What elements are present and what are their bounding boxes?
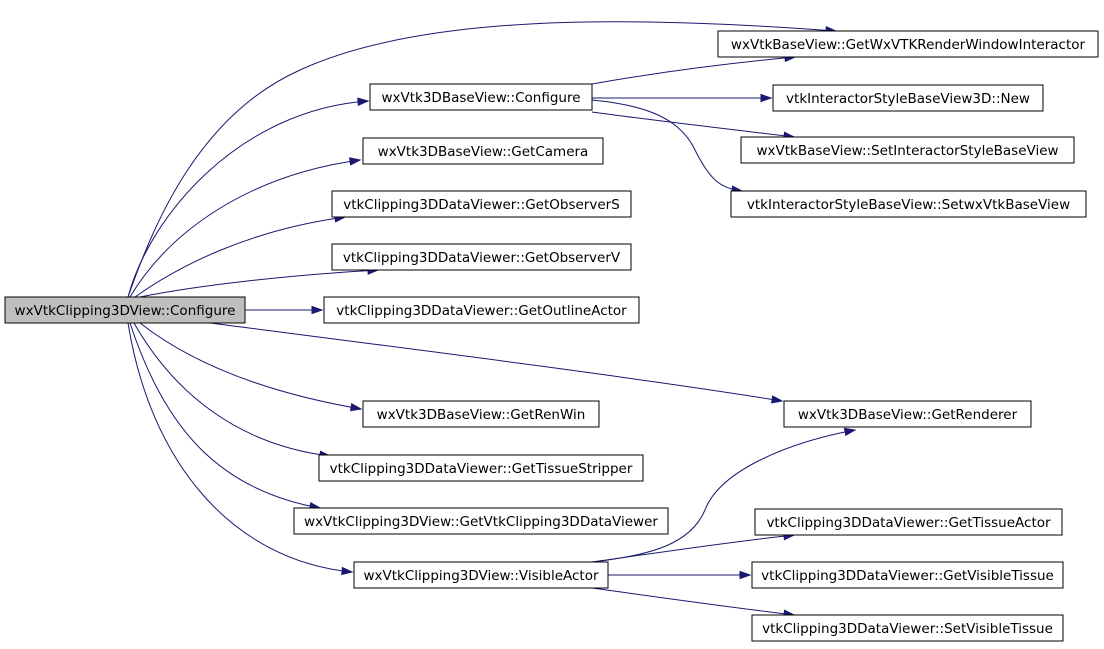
node-getcamera[interactable]: wxVtk3DBaseView::GetCamera: [362, 137, 604, 165]
node-box: [331, 190, 632, 218]
node-set_wxvtk[interactable]: vtkInteractorStyleBaseView::SetwxVtkBase…: [730, 190, 1087, 218]
edge-line: [591, 56, 796, 85]
edge-line: [591, 534, 795, 563]
node-box: [730, 190, 1087, 218]
edge-root-to-gettissuestripper: [133, 322, 332, 459]
node-label: vtkClipping3DDataViewer::GetVisibleTissu…: [761, 568, 1054, 584]
node-label: wxVtkClipping3DView::VisibleActor: [363, 568, 599, 584]
node-box: [740, 136, 1075, 164]
nodes-layer: wxVtkClipping3DView::Configure wxVtkBaseV…: [4, 30, 1099, 642]
node-label: wxVtkClipping3DView::Configure: [15, 303, 236, 319]
node-getoutline[interactable]: vtkClipping3DDataViewer::GetOutlineActor: [323, 296, 640, 324]
node-label: wxVtk3DBaseView::GetRenderer: [798, 407, 1018, 423]
edge-visibleactor-to-getvisibletissue: [608, 570, 752, 580]
node-label: wxVtk3DBaseView::GetCamera: [378, 144, 589, 160]
node-box: [772, 84, 1044, 112]
edge-line: [591, 99, 743, 192]
node-label: wxVtk3DBaseView::Configure: [381, 90, 580, 106]
edge-root-to-getcamera: [129, 157, 362, 298]
node-label: vtkClipping3DDataViewer::GetTissueActor: [766, 515, 1051, 531]
node-box: [369, 83, 593, 111]
arrowhead: [311, 305, 324, 315]
edge-root-to-getoutline: [245, 305, 324, 315]
edge-visibleactor-to-gettissueactor: [591, 531, 796, 563]
node-label: wxVtkBaseView::SetInteractorStyleBaseVie…: [756, 143, 1058, 159]
node-label: vtkClipping3DDataViewer::GetOutlineActor: [336, 303, 627, 319]
node-box: [362, 137, 604, 165]
node-getvtkviewer[interactable]: wxVtkClipping3DView::GetVtkClipping3DDat…: [293, 507, 669, 535]
edge-configure3d-to-istyle_new: [592, 93, 773, 103]
node-getobs_v[interactable]: vtkClipping3DDataViewer::GetObserverV: [331, 243, 632, 271]
edge-line: [129, 322, 321, 509]
node-gettissueactor[interactable]: vtkClipping3DDataViewer::GetTissueActor: [754, 508, 1063, 536]
edge-line: [129, 159, 361, 298]
edge-line: [133, 322, 331, 457]
arrowhead: [349, 403, 363, 412]
node-gettissuestripper[interactable]: vtkClipping3DDataViewer::GetTissueStripp…: [318, 454, 644, 482]
arrowhead: [843, 427, 857, 437]
edge-line: [591, 587, 795, 616]
node-box: [318, 454, 644, 482]
node-setvisibletissue[interactable]: vtkClipping3DDataViewer::SetVisibleTissu…: [751, 614, 1064, 642]
node-label: vtkClipping3DDataViewer::SetVisibleTissu…: [762, 621, 1053, 637]
node-getrwi[interactable]: wxVtkBaseView::GetWxVTKRenderWindowInter…: [717, 30, 1099, 58]
arrowhead: [739, 570, 752, 580]
node-label: wxVtkClipping3DView::GetVtkClipping3DDat…: [304, 514, 658, 530]
arrowhead: [357, 97, 370, 106]
edge-line: [591, 429, 856, 563]
arrowhead: [770, 395, 784, 404]
edge-line: [591, 111, 795, 138]
node-box: [362, 400, 600, 428]
arrowhead: [349, 157, 362, 166]
node-box: [323, 296, 640, 324]
node-label: vtkClipping3DDataViewer::GetObserverS: [343, 197, 620, 213]
node-configure3d[interactable]: wxVtk3DBaseView::Configure: [369, 83, 593, 111]
node-visibleactor[interactable]: wxVtkClipping3DView::VisibleActor: [353, 561, 609, 589]
edge-visibleactor-to-getrenderer: [591, 427, 857, 563]
node-box: [353, 561, 609, 589]
edge-root-to-getrenderer: [209, 322, 784, 404]
edge-configure3d-to-set_istyle: [591, 111, 796, 140]
node-istyle_new[interactable]: vtkInteractorStyleBaseView3D::New: [772, 84, 1044, 112]
edge-root-to-getrenwin: [139, 322, 363, 412]
edge-visibleactor-to-setvisibletissue: [591, 587, 796, 618]
edge-root-to-getvtkviewer: [129, 322, 322, 511]
node-set_istyle[interactable]: wxVtkBaseView::SetInteractorStyleBaseVie…: [740, 136, 1075, 164]
edge-line: [134, 216, 346, 298]
node-getvisibletissue[interactable]: vtkClipping3DDataViewer::GetVisibleTissu…: [751, 561, 1064, 589]
edge-configure3d-to-set_wxvtk: [591, 99, 744, 194]
node-box: [4, 296, 246, 324]
node-label: vtkInteractorStyleBaseView::SetwxVtkBase…: [747, 197, 1070, 213]
arrowhead: [760, 93, 773, 103]
node-getobs_s[interactable]: vtkClipping3DDataViewer::GetObserverS: [331, 190, 632, 218]
node-label: vtkClipping3DDataViewer::GetTissueStripp…: [330, 461, 633, 477]
node-box: [751, 614, 1064, 642]
node-label: wxVtk3DBaseView::GetRenWin: [377, 407, 586, 423]
node-getrenderer[interactable]: wxVtk3DBaseView::GetRenderer: [783, 400, 1032, 428]
edge-configure3d-to-getrwi: [591, 53, 797, 85]
node-label: wxVtkBaseView::GetWxVTKRenderWindowInter…: [731, 37, 1086, 53]
edge-root-to-getobs_s: [134, 214, 347, 298]
arrowhead: [341, 566, 354, 576]
node-box: [751, 561, 1064, 589]
edge-line: [127, 100, 369, 298]
node-box: [717, 30, 1099, 58]
edge-root-to-visibleactor: [127, 322, 354, 576]
node-box: [331, 243, 632, 271]
node-root: wxVtkClipping3DView::Configure: [4, 296, 246, 324]
edge-line: [127, 322, 353, 573]
edge-line: [139, 269, 379, 298]
node-box: [293, 507, 669, 535]
edge-line: [209, 322, 783, 402]
node-label: vtkClipping3DDataViewer::GetObserverV: [343, 250, 621, 266]
node-label: vtkInteractorStyleBaseView3D::New: [786, 91, 1030, 107]
node-box: [754, 508, 1063, 536]
edge-line: [127, 21, 837, 298]
edge-line: [139, 322, 362, 410]
edge-root-to-configure3d: [127, 97, 370, 298]
node-box: [783, 400, 1032, 428]
node-getrenwin[interactable]: wxVtk3DBaseView::GetRenWin: [362, 400, 600, 428]
